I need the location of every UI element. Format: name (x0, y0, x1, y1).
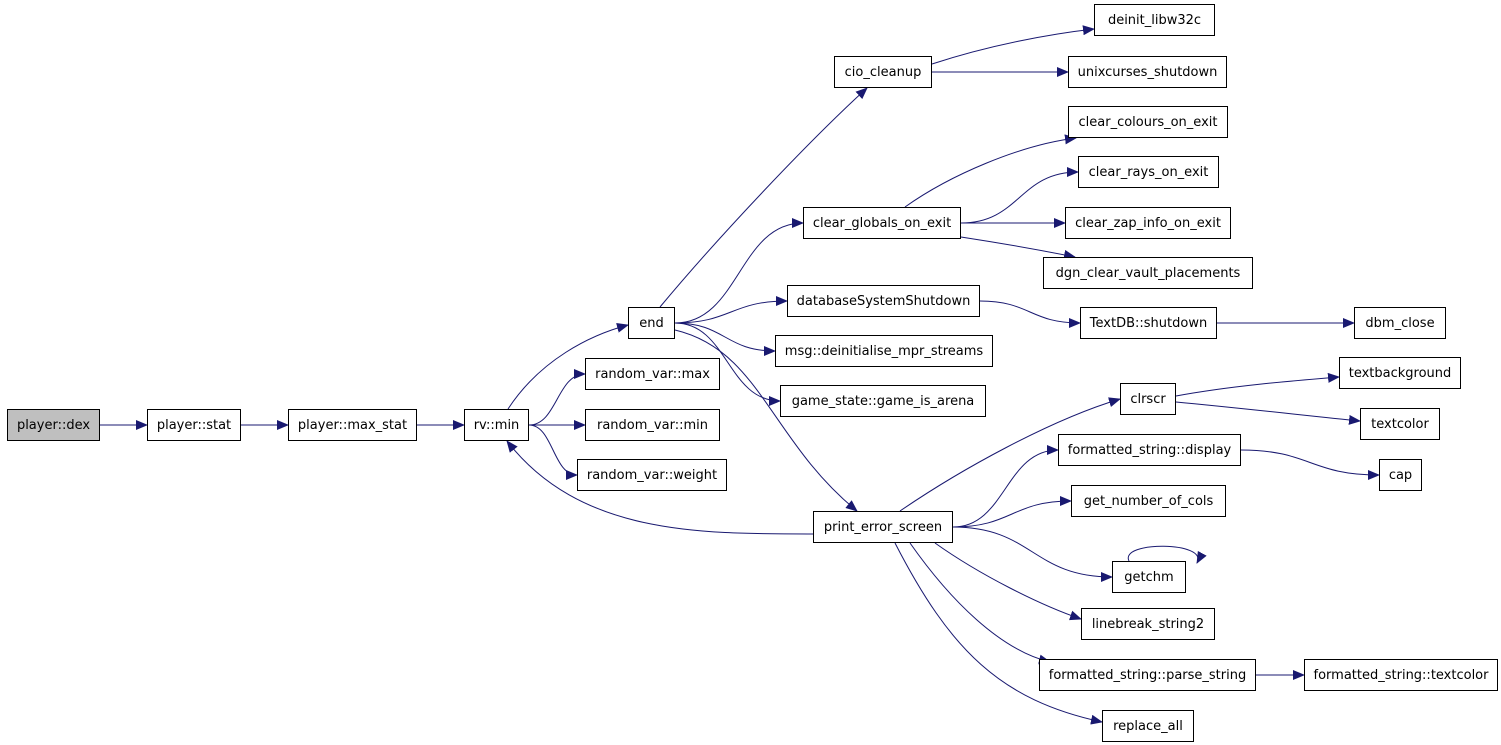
edge-print-error-screen-to-clrscr (899, 397, 1121, 512)
node-replace-all[interactable]: replace_all (1102, 710, 1194, 742)
node-rv-min[interactable]: rv::min (464, 409, 529, 441)
edge-rv-min-to-random-var-max (528, 369, 586, 426)
node-dbm-close[interactable]: dbm_close (1354, 307, 1446, 339)
edge-cio-cleanup-to-deinit-libw32c (931, 25, 1095, 65)
node-end[interactable]: end (628, 307, 675, 339)
edge-end-to-databasesystemshutdown (674, 296, 788, 324)
edge-end-to-cio-cleanup (659, 87, 868, 308)
node-formatted-string-parse-string[interactable]: formatted_string::parse_string (1039, 659, 1256, 691)
node-clear-colours-on-exit[interactable]: clear_colours_on_exit (1068, 106, 1228, 138)
node-database-system-shutdown[interactable]: databaseSystemShutdown (787, 285, 980, 317)
node-getchm[interactable]: getchm (1112, 561, 1186, 593)
edge-print-error-screen-to-linebreak-string2 (934, 542, 1082, 621)
edge-rv-min-to-random-var-weight (528, 424, 578, 480)
edge-clrscr-to-textcolor (1175, 401, 1361, 425)
edge-end-to-game-state-game-is-arena (674, 322, 781, 406)
node-unixcurses-shutdown[interactable]: unixcurses_shutdown (1068, 56, 1227, 88)
edge-clear-globals-on-exit-to-dgn-clear-vault-placements (960, 236, 1076, 260)
node-clear-rays-on-exit[interactable]: clear_rays_on_exit (1078, 156, 1219, 188)
node-cap[interactable]: cap (1379, 459, 1422, 491)
edge-print-error-screen-to-getchm (952, 526, 1113, 582)
edge-end-to-msg-deinitialise-mpr-streams (674, 322, 776, 356)
node-random-var-min[interactable]: random_var::min (585, 409, 720, 441)
node-player-max-stat[interactable]: player::max_stat (288, 409, 417, 441)
edge-print-error-screen-to-rv-min (506, 440, 814, 535)
edge-clear-globals-on-exit-to-clear-rays-on-exit (960, 167, 1079, 224)
node-formatted-string-textcolor[interactable]: formatted_string::textcolor (1304, 659, 1498, 691)
edge-databasesystemshutdown-to-textdb-shutdown (979, 300, 1081, 328)
edge-rv-min-to-end (507, 322, 629, 410)
edge-print-error-screen-to-get-number-of-cols (952, 496, 1072, 528)
node-player-dex: player::dex (7, 409, 100, 441)
node-textdb-shutdown[interactable]: TextDB::shutdown (1080, 307, 1217, 339)
node-player-stat[interactable]: player::stat (147, 409, 241, 441)
node-game-state-game-is-arena[interactable]: game_state::game_is_arena (780, 385, 986, 417)
edge-end-to-print-error-screen (674, 329, 858, 512)
node-linebreak-string2[interactable]: linebreak_string2 (1081, 608, 1215, 640)
node-textbackground[interactable]: textbackground (1339, 357, 1461, 389)
node-cio-cleanup[interactable]: cio_cleanup (834, 56, 932, 88)
node-random-var-max[interactable]: random_var::max (585, 358, 720, 390)
node-deinit-libw32c[interactable]: deinit_libw32c (1094, 4, 1215, 36)
node-clear-zap-info-on-exit[interactable]: clear_zap_info_on_exit (1065, 207, 1231, 239)
node-msg-deinitialise-mpr-streams[interactable]: msg::deinitialise_mpr_streams (775, 335, 993, 367)
edge-getchm-to-getchm (1127, 545, 1207, 564)
node-dgn-clear-vault-placements[interactable]: dgn_clear_vault_placements (1043, 257, 1253, 289)
node-clear-globals-on-exit[interactable]: clear_globals_on_exit (803, 207, 961, 239)
edge-end-to-clear-globals-on-exit (674, 218, 804, 324)
edge-formatted-string-display-to-cap (1240, 449, 1380, 480)
edge-clrscr-to-textbackground (1175, 372, 1340, 397)
node-random-var-weight[interactable]: random_var::weight (577, 459, 727, 491)
edge-print-error-screen-to-replace-all (894, 542, 1103, 725)
edge-clear-globals-on-exit-to-clear-colours-on-exit (904, 134, 1077, 208)
node-formatted-string-display[interactable]: formatted_string::display (1058, 434, 1241, 466)
edge-print-error-screen-to-formatted-string-display (952, 445, 1059, 528)
node-get-number-of-cols[interactable]: get_number_of_cols (1071, 485, 1226, 517)
edge-print-error-screen-to-formatted-string-parse-string (909, 542, 1051, 665)
node-clrscr[interactable]: clrscr (1120, 383, 1176, 415)
node-print-error-screen[interactable]: print_error_screen (813, 511, 953, 543)
node-textcolor[interactable]: textcolor (1360, 408, 1440, 440)
